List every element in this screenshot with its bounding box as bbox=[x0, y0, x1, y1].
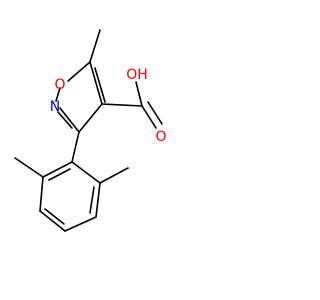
bond-c5-c4 bbox=[89, 61, 103, 105]
bond-ar6-methyl bbox=[99, 167, 129, 184]
bond-ar2-ar3 bbox=[39, 176, 44, 212]
bond-ar2-methyl bbox=[14, 157, 44, 178]
molecule-structure: O N OH O bbox=[14, 29, 167, 232]
bond-ar5-ar6 bbox=[95, 182, 101, 218]
bond-carboxyl-o-double bbox=[147, 101, 163, 125]
bond-ar-inner-3 bbox=[89, 186, 95, 214]
bond-ar3-ar4 bbox=[39, 210, 66, 232]
bond-ar6-ar1 bbox=[71, 161, 101, 184]
ring-oxygen-label: O bbox=[54, 77, 65, 93]
bond-c3-aryl bbox=[71, 131, 80, 163]
hydroxyl-label: OH bbox=[126, 67, 148, 83]
bond-o1-c5 bbox=[67, 61, 91, 82]
bond-carboxyl-oh bbox=[135, 81, 143, 107]
bond-c4-c3 bbox=[78, 103, 103, 133]
bond-n2-o1 bbox=[55, 87, 61, 102]
bond-ar-inner-2 bbox=[44, 208, 65, 225]
bond-c3-n2 bbox=[59, 107, 80, 133]
carbonyl-oxygen-label: O bbox=[155, 129, 166, 145]
structure-canvas: O N OH O bbox=[14, 29, 167, 232]
ring-nitrogen-label: N bbox=[50, 99, 60, 115]
bond-c4-carboxyl bbox=[101, 103, 143, 107]
bond-ar1-ar2 bbox=[42, 161, 73, 178]
bond-c3-n2-double bbox=[57, 111, 73, 129]
bond-ar4-ar5 bbox=[64, 216, 97, 232]
bond-carboxyl-o bbox=[141, 105, 157, 129]
bond-c5-methyl bbox=[89, 29, 101, 63]
bond-c5-c4-double bbox=[94, 67, 106, 103]
bond-ar-inner-1 bbox=[48, 168, 71, 181]
